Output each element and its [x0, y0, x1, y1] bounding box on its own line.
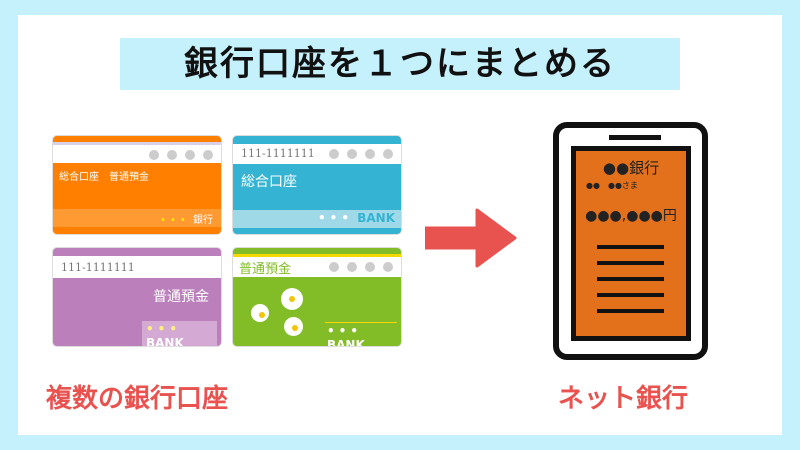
bank-card-purple: 111-1111111 普通預金 ••• BANK	[52, 247, 222, 347]
bank-card-green: 普通預金 ••• BANK	[232, 247, 402, 347]
card-text: 普通預金	[239, 262, 292, 277]
arrow-right-icon	[425, 208, 517, 268]
flower-icon	[283, 290, 301, 308]
account-number: 111-1111111	[241, 147, 315, 160]
bank-label: BANK	[357, 211, 395, 225]
bank-label: 銀行	[193, 215, 213, 226]
phone-screen: ●●銀行 ●● ●●さま ●●●,●●●円	[576, 151, 686, 336]
flower-icon	[286, 319, 301, 334]
page-title: 銀行口座を１つにまとめる	[120, 38, 680, 90]
smartphone-icon: ●●銀行 ●● ●●さま ●●●,●●●円	[553, 122, 708, 360]
bank-label: BANK	[327, 338, 365, 347]
bank-card-blue: 111-1111111 総合口座 ••• BANK	[232, 135, 402, 235]
label-multiple-accounts: 複数の銀行口座	[46, 384, 229, 414]
bank-label: BANK	[146, 336, 184, 347]
dots-icon	[149, 150, 213, 160]
label-net-bank: ネット銀行	[558, 384, 689, 414]
bank-card-orange: 総合口座 普通預金 ••• 銀行	[52, 135, 222, 235]
flower-icon	[253, 306, 267, 320]
card-text: 総合口座	[241, 174, 297, 190]
card-text: 普通預金	[153, 289, 209, 305]
balance: ●●●,●●●円	[585, 208, 677, 224]
card-text: 総合口座 普通預金	[59, 172, 149, 183]
customer-name: ●● ●●さま	[586, 181, 638, 190]
speaker	[609, 135, 661, 140]
account-number: 111-1111111	[61, 261, 135, 274]
bank-name: ●●銀行	[602, 159, 660, 177]
